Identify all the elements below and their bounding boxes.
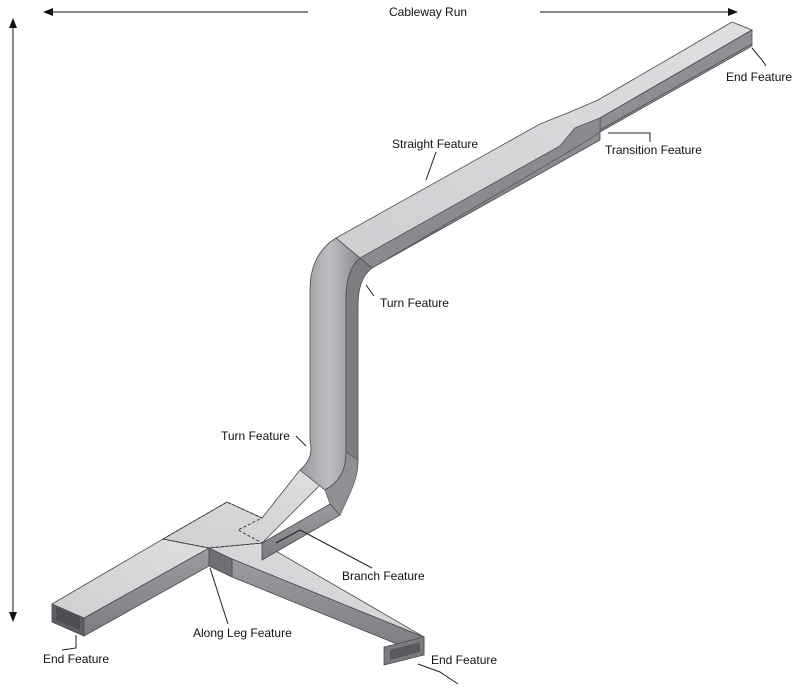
upper-run — [335, 21, 753, 269]
leader-end-bottom-right — [417, 663, 459, 685]
label-end-bottom-right: End Feature — [431, 653, 498, 667]
main-lower-run — [51, 469, 341, 637]
leader-branch — [275, 529, 373, 569]
branch-leg — [207, 542, 425, 666]
label-branch: Branch Feature — [342, 569, 425, 583]
label-turn-lower: Turn Feature — [221, 429, 290, 443]
leader-lines — [61, 47, 767, 685]
leader-end-bottom-left — [61, 635, 77, 651]
label-end-top-right: End Feature — [726, 70, 793, 84]
label-transition: Transition Feature — [605, 143, 702, 157]
leader-straight — [425, 151, 437, 181]
vertical-riser — [299, 237, 373, 516]
label-end-bottom-left: End Feature — [43, 652, 110, 666]
leader-along-leg — [209, 567, 229, 625]
leader-turn-upper — [365, 284, 375, 297]
label-straight: Straight Feature — [392, 137, 479, 151]
leader-end-top-right — [751, 47, 767, 67]
label-along-leg: Along Leg Feature — [193, 626, 292, 640]
label-turn-upper: Turn Feature — [380, 296, 449, 310]
leader-transition — [608, 132, 651, 142]
title-label: Cableway Run — [389, 5, 468, 19]
leader-turn-lower — [295, 435, 307, 447]
